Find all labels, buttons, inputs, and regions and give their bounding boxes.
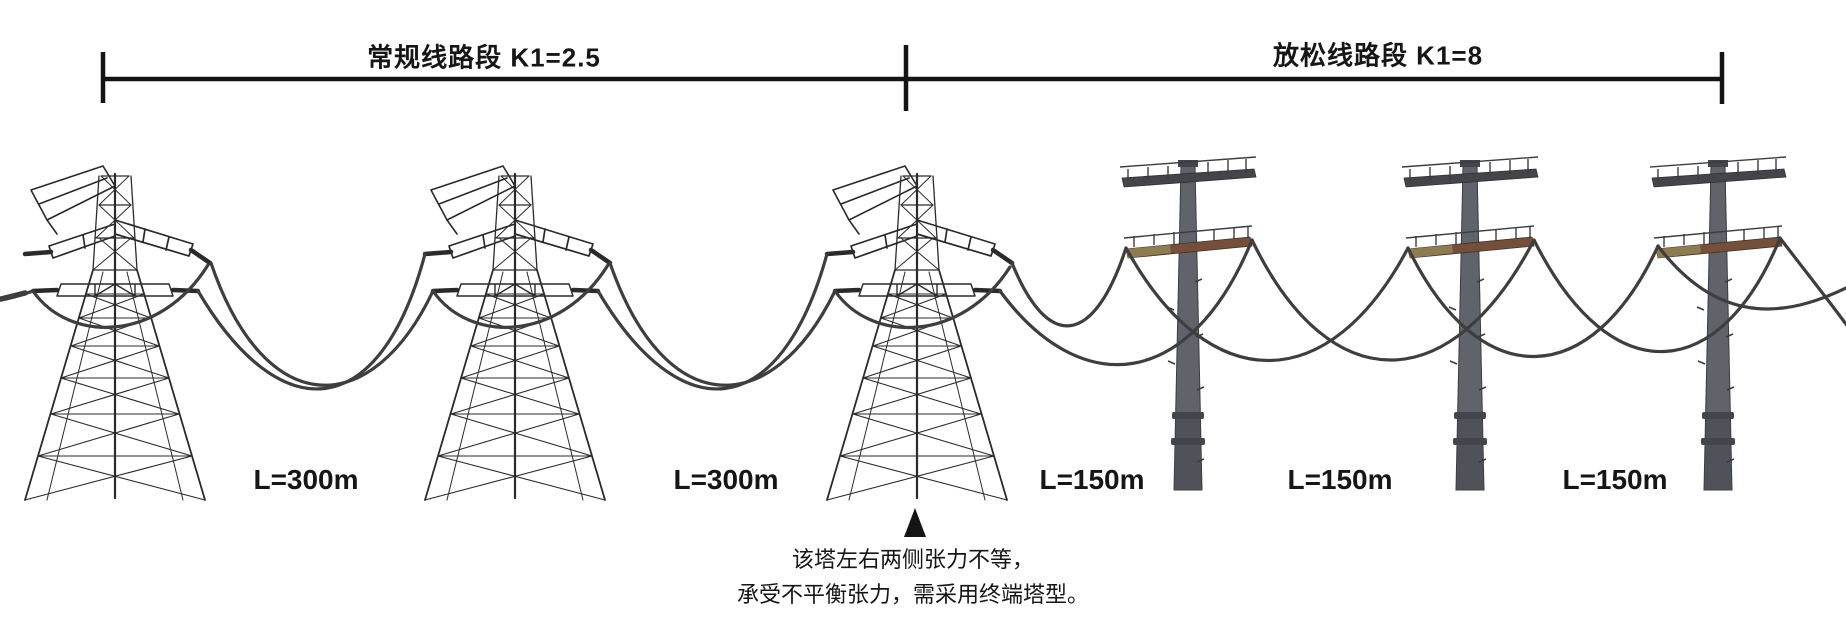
wire-span2-a	[608, 261, 837, 387]
conductor-wires	[0, 236, 1846, 391]
wire-span5-a	[1406, 244, 1660, 358]
lattice-tower-1	[25, 166, 210, 500]
lattice-tower-3-terminal	[827, 166, 1012, 500]
wire-span4-a	[1124, 246, 1410, 363]
dimension-bracket	[100, 45, 1725, 111]
lattice-tower-2	[425, 166, 610, 500]
section-label-slack: 放松线路段 K1=8	[1272, 40, 1484, 71]
wire-span1-a	[209, 261, 435, 387]
wire-right-exit-a	[1656, 244, 1846, 311]
wire-span4-b	[1250, 238, 1536, 362]
span-label-1: L=300m	[253, 464, 359, 495]
span-label-2: L=300m	[673, 464, 779, 495]
up-arrow-icon	[904, 508, 926, 537]
steel-pole-3	[1649, 156, 1787, 491]
wire-span2-b	[596, 252, 829, 391]
jumper-tower-3	[833, 265, 1012, 330]
jumper-tower-2	[431, 263, 610, 329]
wire-span3-b	[998, 238, 1254, 367]
annotation-text: 该塔左右两侧张力不等， 承受不平衡张力，需采用终端塔型。	[737, 542, 1089, 612]
steel-pole-2	[1401, 156, 1539, 491]
wire-span5-b	[1532, 236, 1782, 354]
wire-span3-a	[1010, 246, 1128, 328]
span-label-5: L=150m	[1562, 464, 1668, 495]
span-label-3: L=150m	[1039, 464, 1145, 495]
wire-span1-b	[196, 252, 427, 391]
wire-right-exit-b	[1778, 236, 1846, 327]
section-label-regular: 常规线路段 K1=2.5	[367, 42, 601, 73]
jumper-tower-1	[31, 263, 210, 329]
wire-left-entry-insulator	[0, 290, 28, 302]
annotation-line-2: 承受不平衡张力，需采用终端塔型。	[736, 582, 1090, 607]
span-label-4: L=150m	[1287, 464, 1393, 495]
annotation-line-1: 该塔左右两侧张力不等，	[791, 547, 1035, 572]
steel-pole-1	[1119, 156, 1257, 491]
